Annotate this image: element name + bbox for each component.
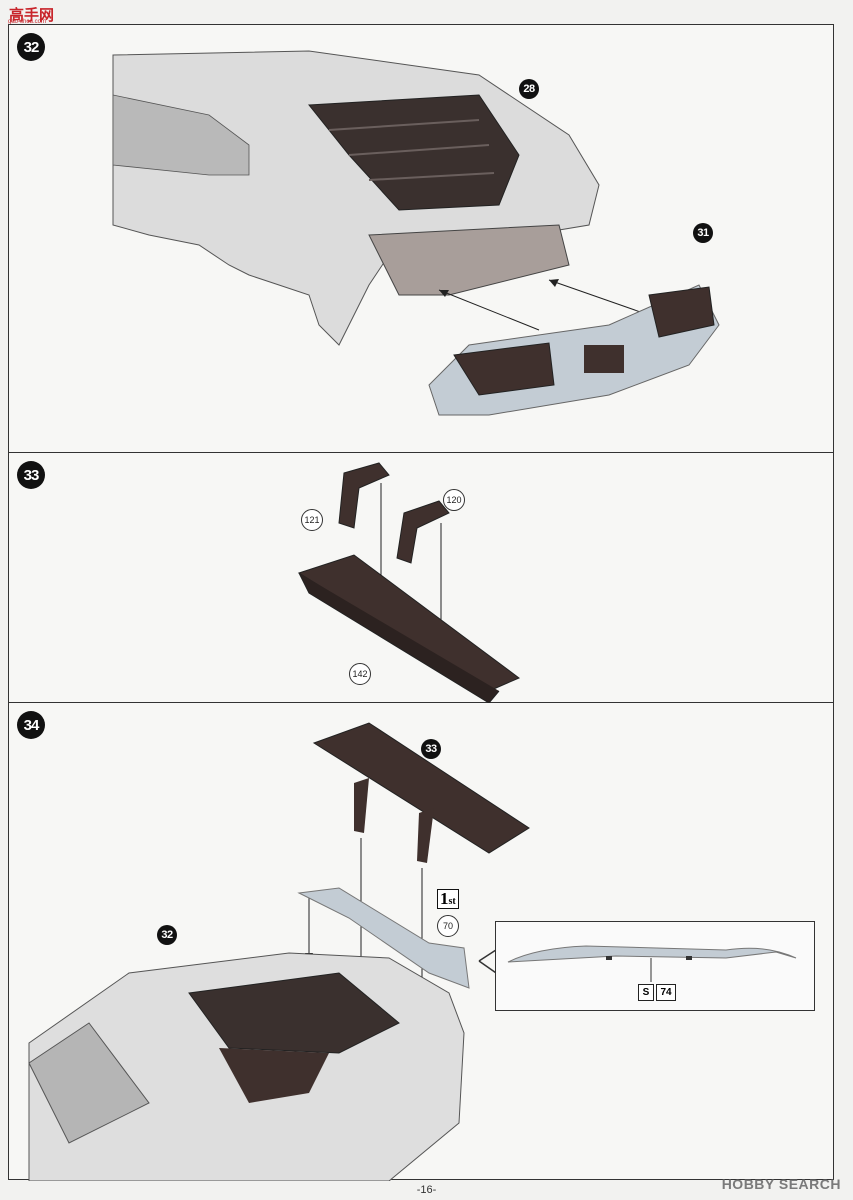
instruction-page: 32 28 31 33 121 120 142 <box>8 24 834 1181</box>
step-number-badge: 32 <box>17 33 45 61</box>
part-number: 121 <box>301 509 323 531</box>
page-number: -16- <box>416 1184 437 1196</box>
decal-letter: S <box>638 984 654 1001</box>
ref-badge: 31 <box>693 223 713 243</box>
ref-badge: 28 <box>519 79 539 99</box>
step-number-badge: 34 <box>17 711 45 739</box>
ref-badge: 33 <box>421 739 441 759</box>
detail-callout-box: S 74 <box>495 921 815 1011</box>
step-33-panel: 33 121 120 142 <box>9 453 833 703</box>
site-logo: 高手网 <box>9 6 55 24</box>
step-number-badge: 33 <box>17 461 45 489</box>
step-32-illustration <box>112 50 720 416</box>
detail-illustration <box>507 945 797 982</box>
ref-badge: 32 <box>157 925 177 945</box>
step-32-panel: 32 28 31 <box>9 25 833 453</box>
part-number: 120 <box>443 489 465 511</box>
step-34-panel: 34 33 32 1st 70 S 74 <box>9 703 833 1181</box>
step-34-illustration <box>28 722 530 1181</box>
first-mark: 1st <box>437 889 459 909</box>
decal-number: 74 <box>656 984 676 1001</box>
watermark: HOBBY SEARCH <box>721 1176 841 1192</box>
part-number: 70 <box>437 915 459 937</box>
site-logo-url: gao-shou.com <box>8 19 47 25</box>
step-33-illustration <box>297 462 520 703</box>
part-number: 142 <box>349 663 371 685</box>
